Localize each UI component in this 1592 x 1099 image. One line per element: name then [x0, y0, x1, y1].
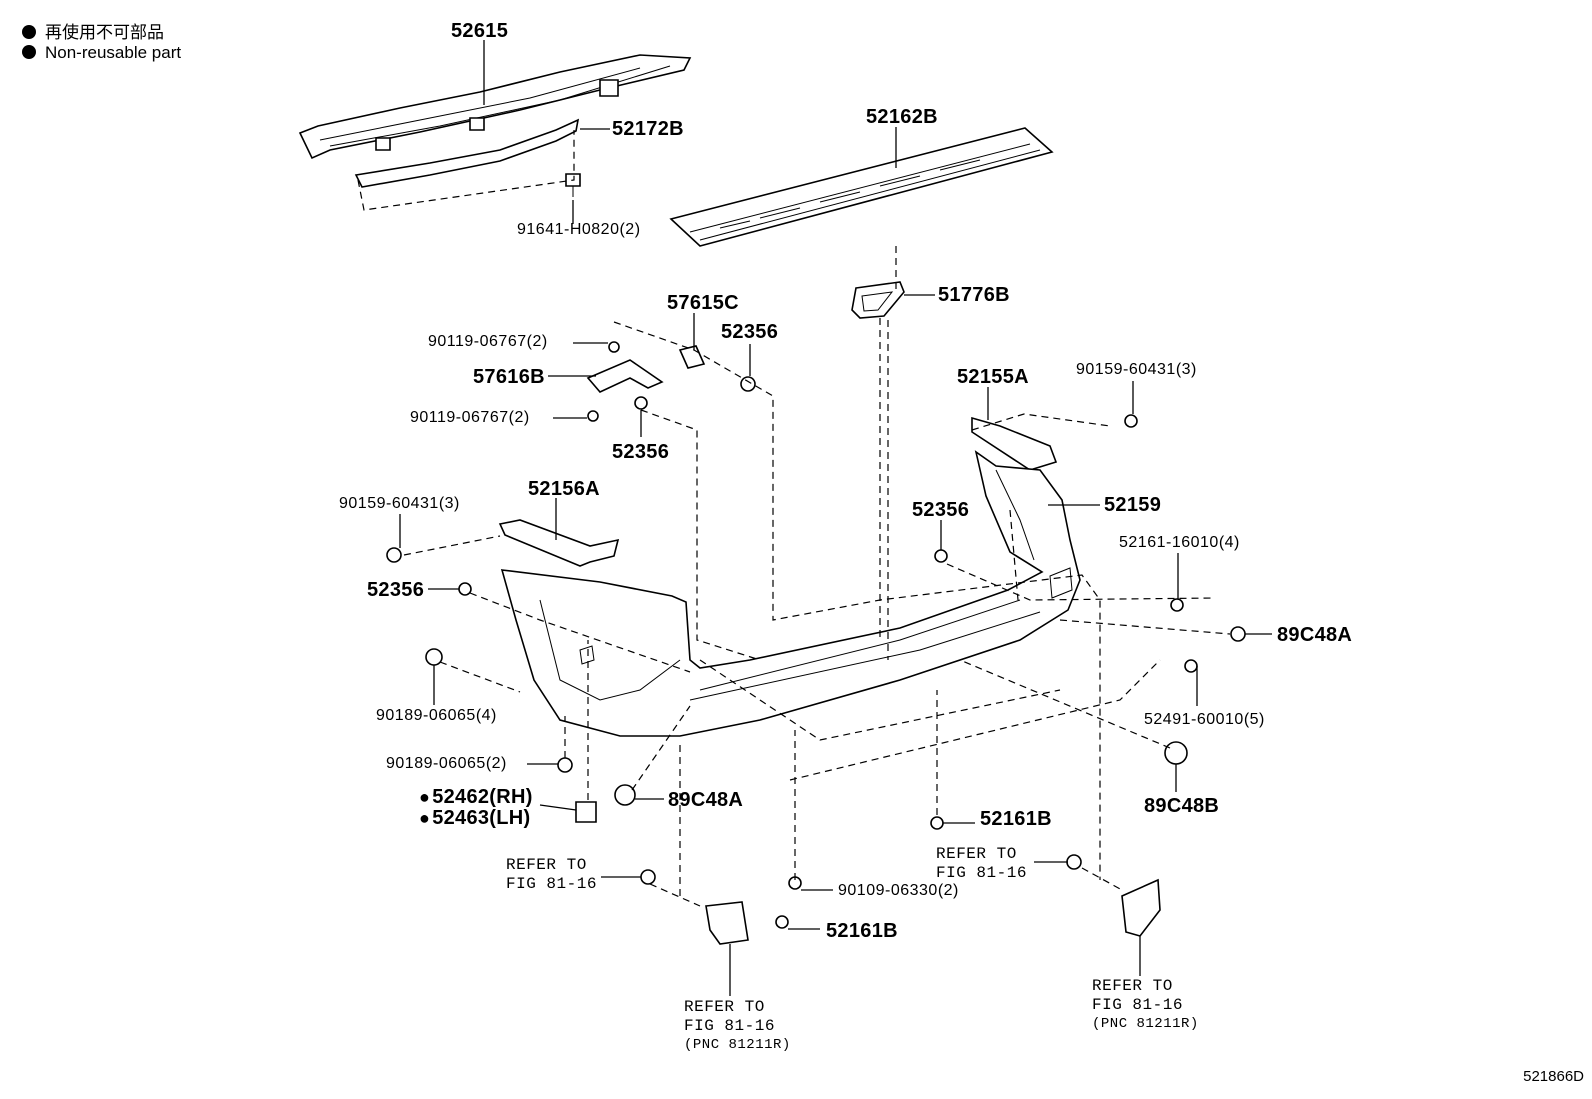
- label-52155A: 52155A: [957, 366, 1029, 388]
- part-reflector-lh: [706, 902, 748, 944]
- part-52172B-bracket: [356, 120, 578, 187]
- label-52162B: 52162B: [866, 106, 938, 128]
- label-89C48A: 89C48A: [1277, 624, 1353, 646]
- part-52162B-step-pad: [671, 128, 1052, 246]
- label-52491-60010: 52491-60010(5): [1144, 711, 1265, 728]
- label-89C48A: 89C48A: [668, 789, 744, 811]
- part-91641-clip: [566, 174, 580, 197]
- non-reusable-bullet-icon: ●: [419, 808, 431, 828]
- part-52615-reinforcement: [300, 55, 690, 158]
- figure-id: 521866D: [1523, 1068, 1584, 1085]
- label-52356: 52356: [721, 321, 779, 343]
- part-52155A-retainer: [972, 418, 1056, 470]
- part-52159-bumper-cover: [502, 452, 1080, 736]
- non-reusable-bullet-icon: ●: [419, 787, 431, 807]
- label-90119-06767: 90119-06767(2): [428, 333, 548, 350]
- part-57615C-bracket: [680, 346, 704, 368]
- label-52172B: 52172B: [612, 118, 684, 140]
- non-reusable-bullet-icon: [22, 45, 36, 59]
- part-reflector-rh: [1122, 880, 1160, 936]
- label-57615C: 57615C: [667, 292, 739, 314]
- label-52356: 52356: [612, 441, 670, 463]
- label-52161B: 52161B: [826, 920, 898, 942]
- part-51776B-seal: [852, 282, 904, 318]
- part-52156A-retainer: [500, 520, 618, 566]
- label-52356: 52356: [367, 579, 425, 601]
- label-52159: 52159: [1104, 494, 1162, 516]
- label-89C48B: 89C48B: [1144, 795, 1220, 817]
- label-52356: 52356: [912, 499, 970, 521]
- part-fasteners: [387, 342, 1245, 928]
- label-52156A: 52156A: [528, 478, 600, 500]
- label-52161B: 52161B: [980, 808, 1052, 830]
- label-91641-H0820: 91641-H0820(2): [517, 221, 641, 238]
- label-90159-60431: 90159-60431(3): [1076, 361, 1197, 378]
- label-90109-06330: 90109-06330(2): [838, 882, 959, 899]
- legend-jp: 再使用不可部品: [22, 18, 164, 43]
- label-52161-16010: 52161-16010(4): [1119, 534, 1240, 551]
- legend-en: Non-reusable part: [22, 43, 181, 63]
- label-90159-60431: 90159-60431(3): [339, 495, 460, 512]
- label-52462-rh: ●52462(RH): [419, 786, 533, 808]
- leader-lines: [400, 40, 1272, 996]
- assembly-lines: [358, 130, 1230, 906]
- label-52615: 52615: [451, 20, 509, 42]
- label-90189-06065: 90189-06065(4): [376, 707, 497, 724]
- label-51776B: 51776B: [938, 284, 1010, 306]
- part-57616B-bracket: [588, 360, 662, 392]
- non-reusable-bullet-icon: [22, 25, 36, 39]
- label-52463-lh: ●52463(LH): [419, 807, 531, 829]
- label-90189-06065: 90189-06065(2): [386, 755, 507, 772]
- label-90119-06767: 90119-06767(2): [410, 409, 530, 426]
- label-57616B: 57616B: [473, 366, 545, 388]
